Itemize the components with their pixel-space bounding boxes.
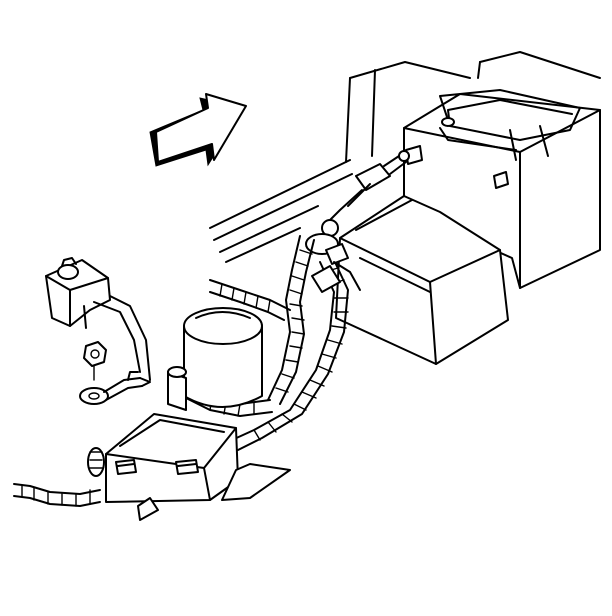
engine-compartment-wall (209, 51, 601, 263)
nut-icon (83, 341, 107, 381)
harness-clips (311, 243, 361, 293)
ring-terminal (79, 371, 151, 405)
direction-arrow-icon (149, 93, 247, 167)
compressor-canister (167, 307, 263, 411)
wiring-harness (13, 235, 349, 507)
junction-box (87, 413, 291, 521)
terminal-clip (45, 257, 151, 381)
battery-tray (335, 195, 509, 365)
